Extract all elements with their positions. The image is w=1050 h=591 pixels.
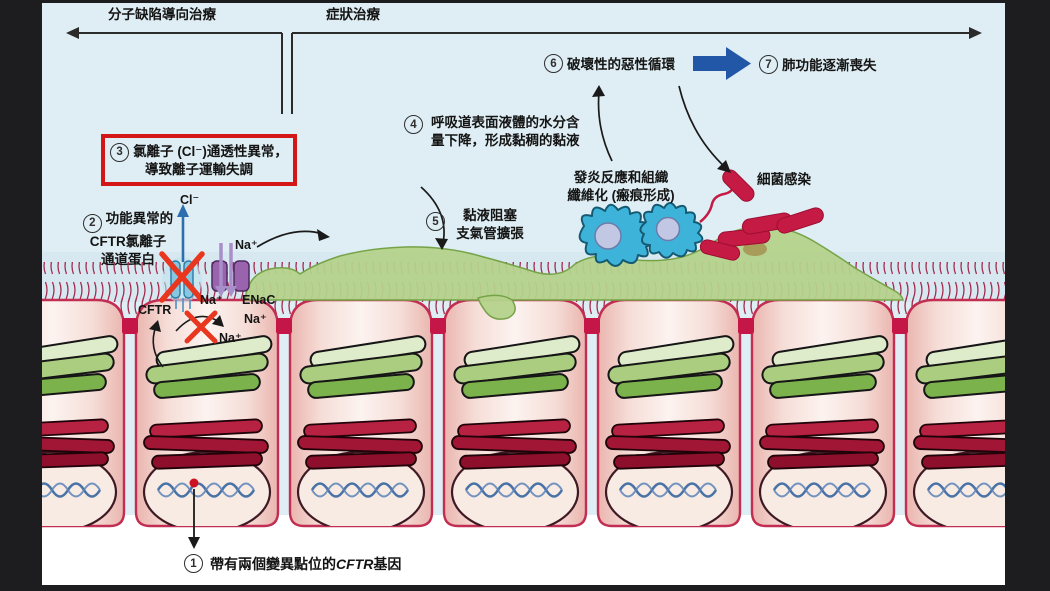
step5-text: 黏液阻塞 支氣管擴張 xyxy=(438,207,542,242)
step3-text-line1: 氯離子 (Cl⁻)通透性異常， xyxy=(133,144,288,159)
chloride-ion-label: Cl⁻ xyxy=(180,193,200,207)
epithelial-cell xyxy=(42,300,124,532)
inflammation-label: 發炎反應和組織 纖維化 (瘢痕形成) xyxy=(548,169,694,204)
epithelial-cell xyxy=(444,300,586,532)
step4-line2: 量下降，形成黏稠的黏液 xyxy=(431,132,580,148)
bacterium-flagella xyxy=(699,182,736,223)
step2-line2: CFTR氯離子 xyxy=(89,234,167,250)
bacteria-label: 細菌感染 xyxy=(757,172,811,187)
sodium-label-bottom: Na⁺ xyxy=(219,331,242,345)
tight-junction xyxy=(430,318,446,334)
step1-number-badge: 1 xyxy=(184,554,203,573)
bacterium-rod xyxy=(776,207,824,234)
tight-junctions xyxy=(122,318,908,334)
step7-text: 肺功能逐漸喪失 xyxy=(782,58,877,73)
inflammation-line1: 發炎反應和組織 xyxy=(573,170,669,185)
epithelial-cell xyxy=(290,300,432,532)
step4-text: 呼吸道表面液體的水分含 量下降，形成黏稠的黏液 xyxy=(431,114,580,149)
tight-junction xyxy=(584,318,600,334)
inflammation-to-step6-arrow xyxy=(597,91,613,162)
step3-number-badge: 3 xyxy=(110,142,130,162)
tight-junction xyxy=(276,318,292,334)
enac-label: ENaC xyxy=(242,293,276,307)
mucus-blob xyxy=(477,294,516,320)
therapy-axis-right-arrow xyxy=(291,27,982,114)
sodium-recycle-arrow xyxy=(175,315,224,332)
mutation-arrow xyxy=(188,489,200,549)
step5-line2: 支氣管擴張 xyxy=(456,225,524,241)
diagram-svg xyxy=(42,3,1005,585)
step2-number-badge: 2 xyxy=(82,214,102,234)
chloride-arrow xyxy=(177,204,189,262)
bacterium-rod xyxy=(699,239,741,261)
axis-label-molecular-therapy: 分子缺陷導向治療 xyxy=(108,7,216,22)
step2-line3: 通道蛋白 xyxy=(101,251,155,267)
step4-line1: 呼吸道表面液體的水分含 xyxy=(431,115,580,130)
tight-junction xyxy=(122,318,138,334)
tight-junction xyxy=(892,318,908,334)
step1-prefix: 帶有兩個變異點位的 xyxy=(210,556,336,572)
immune-cells xyxy=(578,202,704,267)
immune-cell-nucleus xyxy=(594,222,622,250)
cftr-blocked-x-icon xyxy=(159,251,205,303)
step6-to-bacteria-arrow xyxy=(678,85,727,169)
step6-text: 破壞性的惡性循環 xyxy=(567,57,675,72)
epithelial-cell xyxy=(906,300,1005,532)
bacterium-rod xyxy=(722,169,755,202)
axis-label-symptomatic-therapy: 症狀治療 xyxy=(326,7,380,22)
vicious-cycle-block-arrow xyxy=(693,47,751,80)
bacteria-cluster xyxy=(699,169,824,261)
epithelial-cell xyxy=(752,300,894,532)
cftr-label: CFTR xyxy=(138,303,172,317)
mucus-debris xyxy=(743,242,767,256)
therapy-axis-left-arrow xyxy=(66,27,283,114)
step6-number-badge: 6 xyxy=(544,54,563,73)
step5-line1: 黏液阻塞 xyxy=(463,208,517,223)
enac-channel xyxy=(211,260,250,292)
mutation-dot xyxy=(189,478,199,488)
epithelium xyxy=(42,300,1005,532)
step1-text: 帶有兩個變異點位的CFTR基因 xyxy=(210,555,401,573)
step1-gene-name: CFTR xyxy=(336,556,374,572)
sodium-label-top: Na⁺ xyxy=(235,238,258,252)
step3-highlight-box: 3 氯離子 (Cl⁻)通透性異常， 導致離子運輸失調 xyxy=(101,134,297,186)
step2-line1: 功能異常的 xyxy=(105,211,174,226)
tight-junction xyxy=(738,318,754,334)
sodium-label-below-enac: Na⁺ xyxy=(244,312,267,326)
sodium-label-mid: Na⁺ xyxy=(200,293,223,307)
step1-suffix: 基因 xyxy=(373,556,402,572)
step2-text: 2 功能異常的 CFTR氯離子 通道蛋白 xyxy=(52,210,204,268)
inflammation-line2: 纖維化 (瘢痕形成) xyxy=(567,187,675,203)
step4-number-badge: 4 xyxy=(404,115,423,134)
sodium-blocked-x-icon xyxy=(184,310,218,344)
cftr-pointer-arrow xyxy=(149,320,164,368)
epithelial-cell xyxy=(598,300,740,532)
immune-cell-nucleus xyxy=(655,216,681,242)
step3-text-line2: 導致離子運輸失調 xyxy=(145,161,253,177)
sodium-arrows xyxy=(215,243,237,297)
step7-number-badge: 7 xyxy=(759,55,778,74)
step5-number-badge: 5 xyxy=(426,212,445,231)
process-arrowheads xyxy=(317,85,731,250)
sodium-to-mucus-arrow xyxy=(256,230,324,248)
